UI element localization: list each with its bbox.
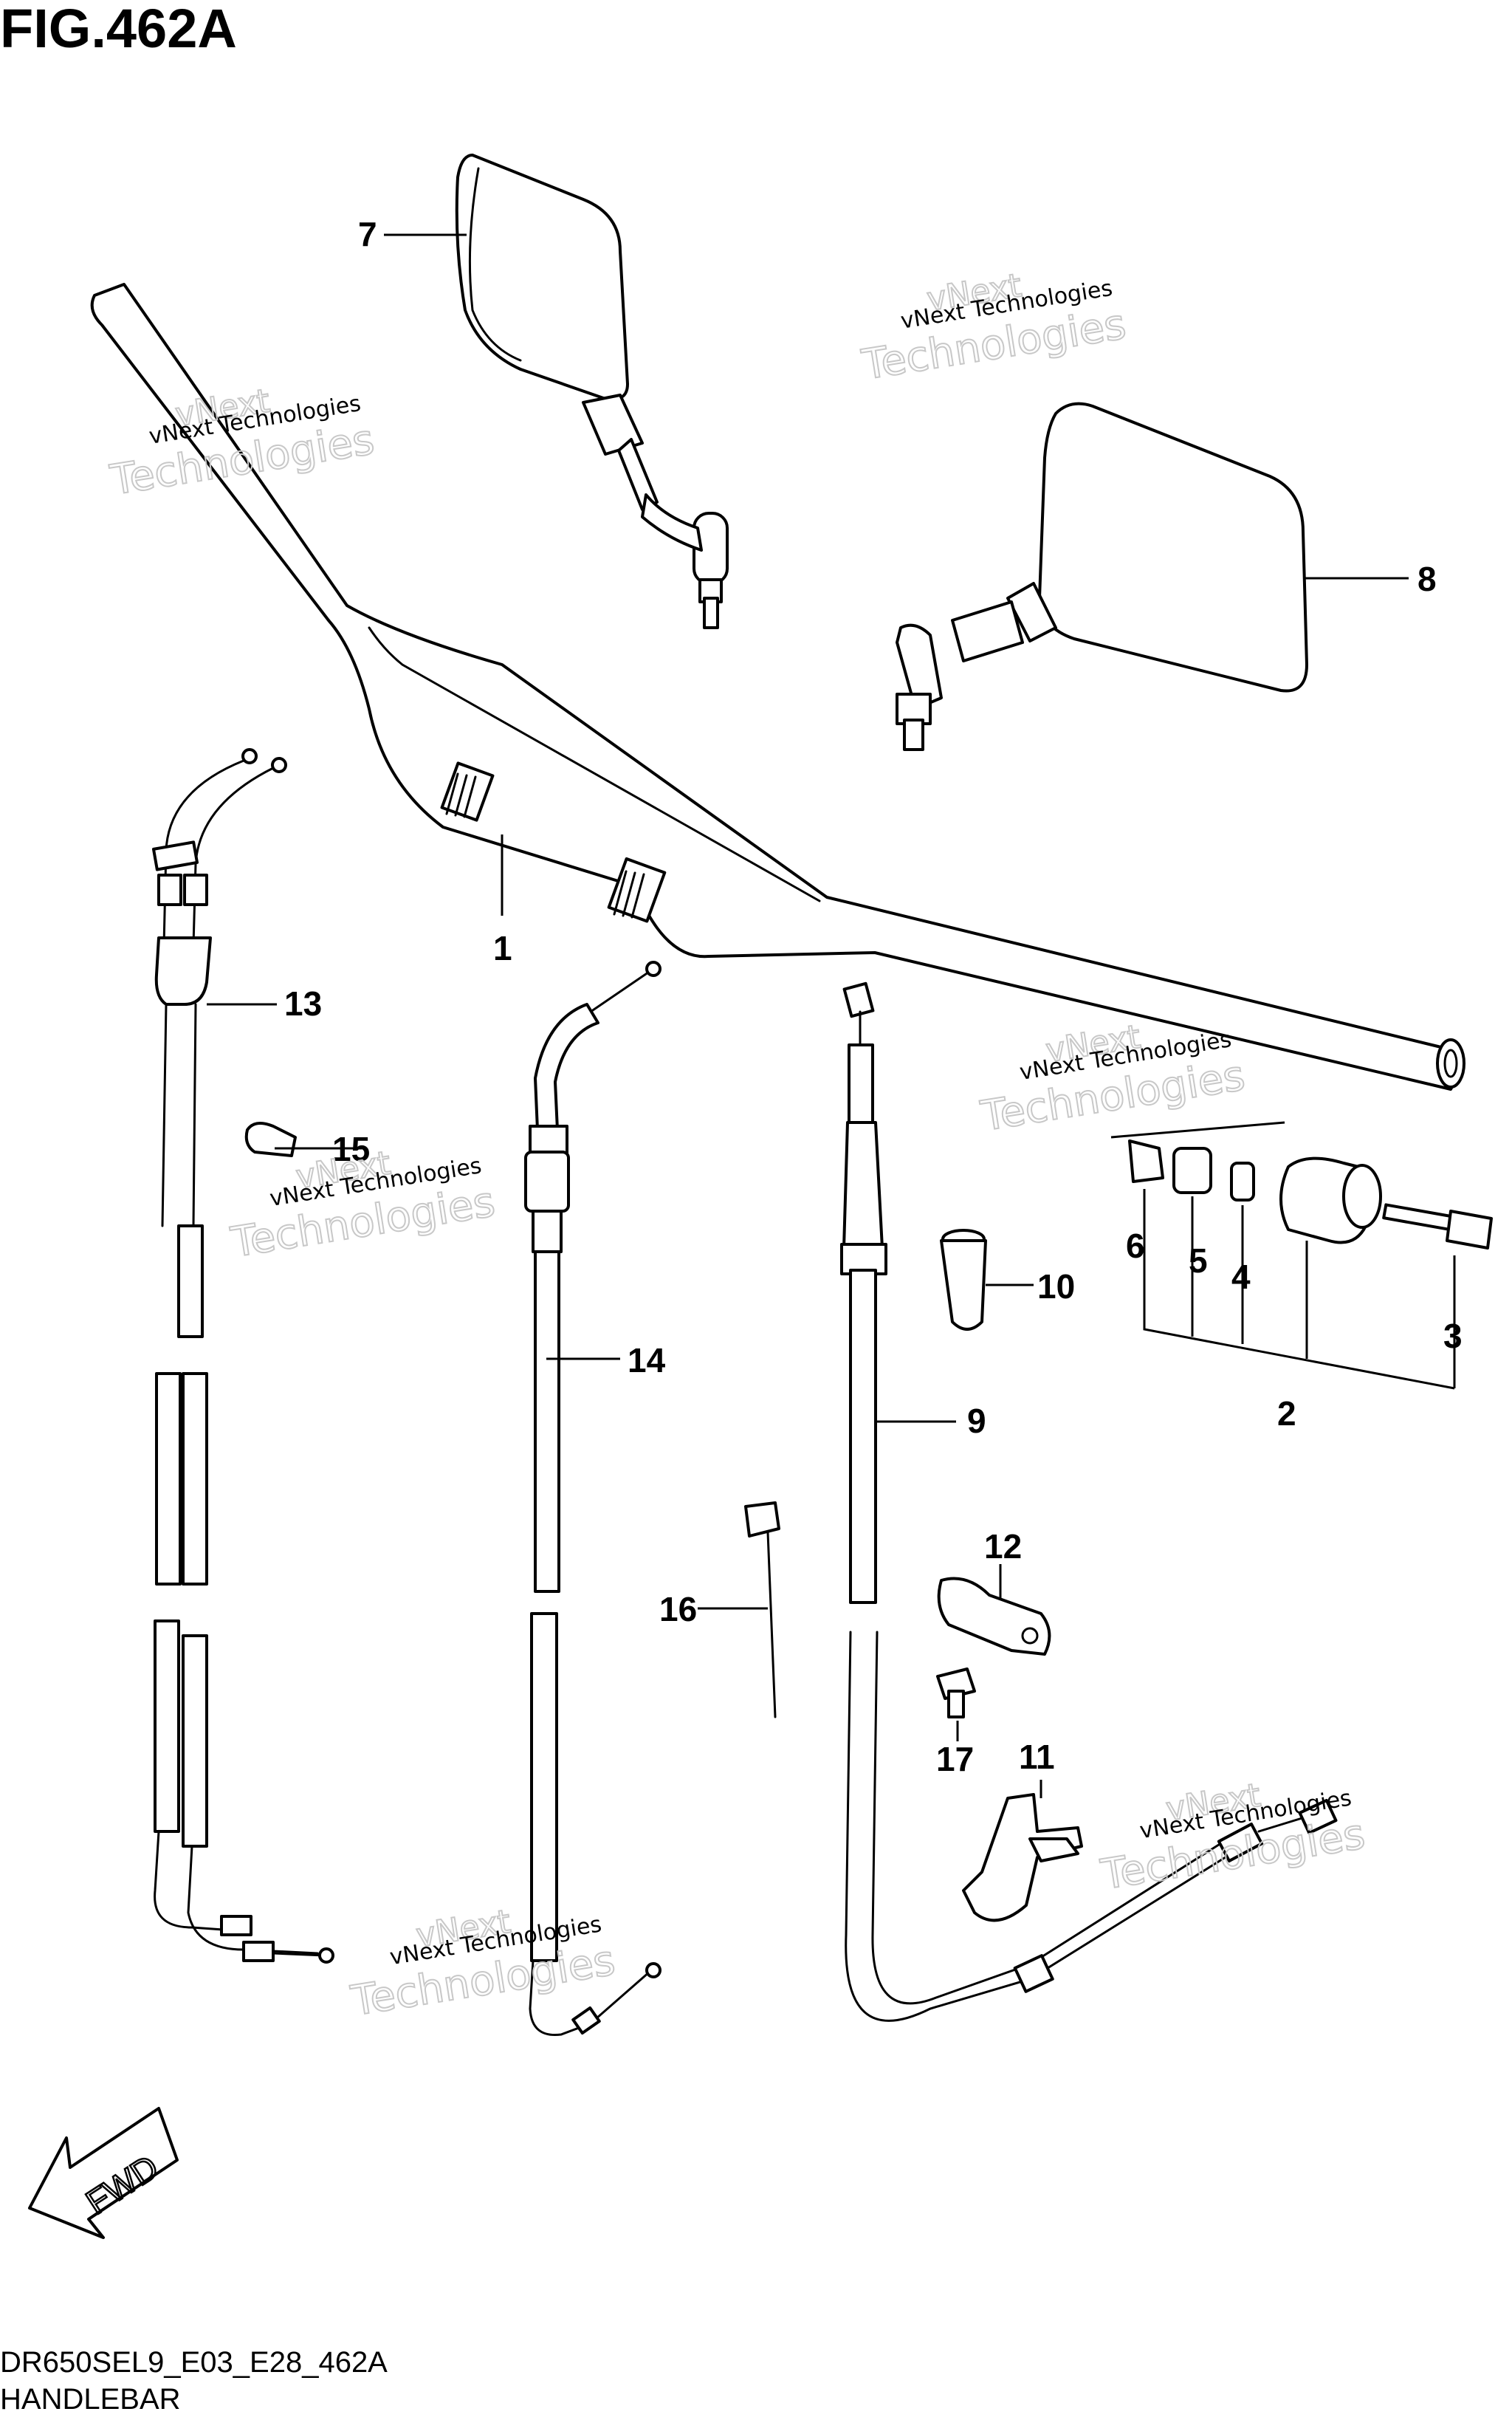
callout-17: 17 [936,1740,974,1778]
callout-8: 8 [1418,560,1437,598]
model-code: DR650SEL9_E03_E28_462A [0,2346,388,2379]
mirror-left [455,154,729,629]
leader-lines [207,233,1409,1798]
callout-5: 5 [1189,1241,1208,1280]
cable-14 [524,961,662,2037]
callout-9: 9 [967,1402,986,1440]
mirror-right [896,402,1308,751]
tie-16 [744,1501,780,1718]
callout-11: 11 [1019,1738,1055,1776]
bracket-11 [962,1793,1083,1922]
fwd-arrow: FWD [28,2107,179,2239]
bracket-12 [937,1577,1051,1656]
bolt-17 [936,1667,976,1718]
throttle-cables [151,748,334,1964]
callout-7: 7 [358,215,377,253]
callout-6: 6 [1126,1227,1145,1265]
callout-13: 13 [284,984,322,1023]
boot-10 [940,1229,987,1331]
callout-3: 3 [1443,1317,1463,1355]
cable-9 [840,981,1338,2022]
section-name: HANDLEBAR [0,2383,181,2416]
callout-12: 12 [984,1527,1022,1566]
callout-numbers: 1 2 3 4 5 6 7 8 9 10 11 12 13 14 15 16 1… [284,215,1463,1778]
clip-15 [244,1122,297,1157]
callout-4: 4 [1231,1258,1251,1296]
callout-14: 14 [628,1341,666,1379]
callout-15: 15 [332,1130,370,1168]
handlebar [90,283,1465,1091]
bar-end-parts [1128,1139,1493,1390]
callout-1: 1 [493,929,512,967]
callout-10: 10 [1037,1267,1075,1306]
figure-title: FIG.462A [0,0,237,59]
callout-2: 2 [1277,1394,1296,1433]
callout-16: 16 [659,1590,697,1628]
